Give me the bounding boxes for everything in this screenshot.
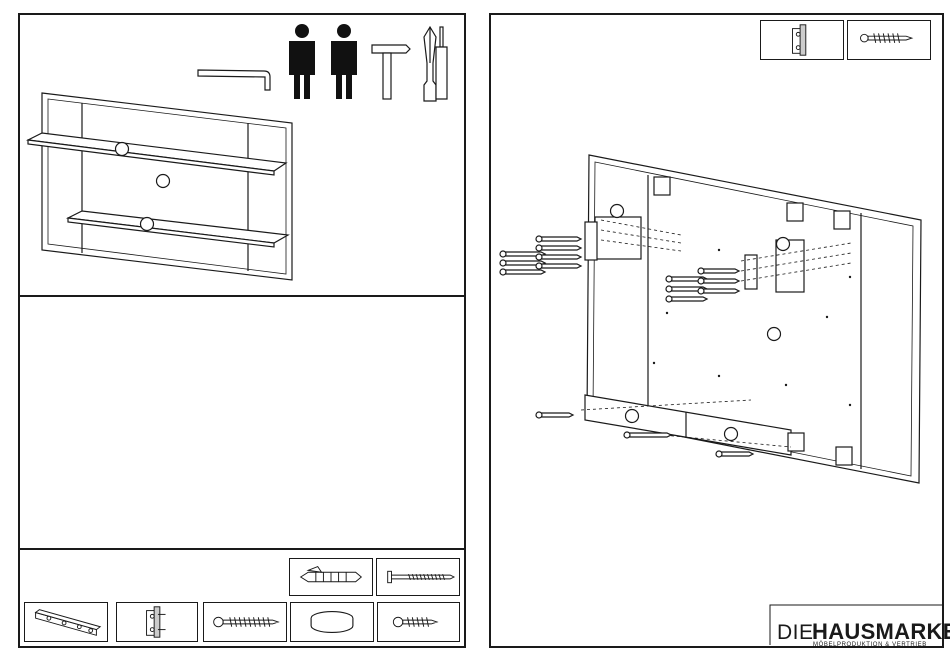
short-screw-icon: [378, 603, 459, 641]
two-person-icon: [289, 24, 357, 99]
section-divider-bottom: [20, 548, 464, 550]
tools-row: [20, 15, 468, 105]
hardware-round-pad: [290, 602, 374, 642]
brand-tagline: MÖBELPRODUKTION & VERTRIEB: [813, 642, 927, 648]
brand-die: DIE: [777, 621, 814, 645]
hardware-long-screw: [376, 558, 460, 596]
allen-key-icon: [198, 70, 270, 90]
hanging-rail-icon: [25, 603, 107, 641]
right-page-panel: [489, 13, 944, 648]
hardware-bracket-hinge: [116, 602, 198, 642]
long-screw-icon: [377, 559, 459, 595]
screwdriver-icon: [424, 27, 447, 101]
section-divider-top: [20, 295, 464, 297]
hardware-hanging-rail: [24, 602, 108, 642]
wall-dowel-icon: [290, 559, 372, 595]
assembly-illustration: [491, 15, 946, 650]
hardware-short-screw: [377, 602, 460, 642]
hardware-wood-screw: [203, 602, 287, 642]
hammer-icon: [372, 45, 410, 99]
bracket-hinge-icon: [117, 603, 197, 641]
brand-logo: DIE HAUSMARKE MÖBELPRODUKTION & VERTRIEB: [768, 603, 944, 647]
wood-screw-icon: [204, 603, 286, 641]
hardware-wall-dowel: [289, 558, 373, 596]
round-pad-icon: [291, 603, 373, 641]
left-page-panel: [18, 13, 466, 648]
